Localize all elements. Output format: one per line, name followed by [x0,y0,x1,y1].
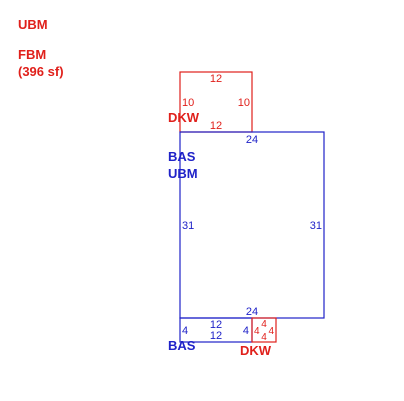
main-label-ubm: UBM [168,166,198,181]
deck-top-dim-top: 12 [210,73,222,85]
main-dim-right: 31 [310,220,322,232]
bottom-bas-dim-top: 12 [210,319,222,331]
deck-top-dim-left: 10 [182,97,194,109]
deck-small-outline [251,317,277,343]
legend-ubm: UBM [18,17,48,32]
bottom-bas-dim-right: 4 [243,325,249,337]
main-dim-top: 24 [246,134,258,146]
deck-small-dim-right: 4 [268,326,274,337]
main-dim-bottom: 24 [246,306,258,318]
main-dim-left: 31 [182,220,194,232]
bottom-bas-dim-left: 4 [182,325,188,337]
deck-top-label: DKW [168,110,200,125]
deck-small-dim-top: 4 [261,319,267,330]
legend-fbm: FBM [18,47,46,62]
deck-small-dim-bottom: 4 [261,332,267,343]
main-label-bas: BAS [168,149,196,164]
deck-top-dim-right: 10 [238,97,250,109]
deck-small-dim-left: 4 [254,326,260,337]
bottom-bas-dim-bottom: 12 [210,330,222,342]
deck-small-label: DKW [240,343,272,358]
bottom-bas-label: BAS [168,338,196,353]
main-area-outline [179,131,325,319]
deck-top-dim-bottom: 12 [210,120,222,132]
legend-area: (396 sf) [18,64,64,79]
